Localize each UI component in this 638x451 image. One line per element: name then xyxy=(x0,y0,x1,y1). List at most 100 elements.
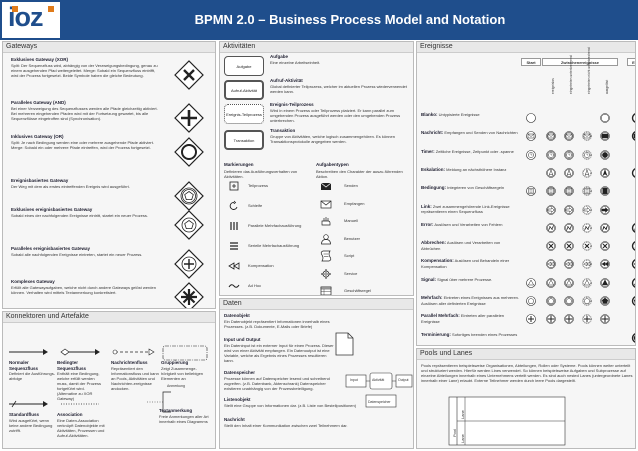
connector-title: Textanmerkung xyxy=(159,408,193,413)
event-type-title: Error: xyxy=(421,221,434,227)
cancel-event-icons xyxy=(521,240,635,252)
adhoc-icon xyxy=(228,280,240,292)
task-type-label: Service xyxy=(344,270,358,276)
user-icon-svg xyxy=(321,233,331,244)
data-item-text: Ein Datenobjekt repräsentiert Informatio… xyxy=(224,318,330,329)
event-type-text: Auslösen und Behandeln einer Kompensatio… xyxy=(421,258,510,269)
gateway-text: Split: Je nach Bedingung werden eine ode… xyxy=(11,139,154,150)
event-row-description: Bedingung: Integrieren von Geschäftsrege… xyxy=(421,185,519,191)
gateways-panel: Gateways Exklusives Gateway (XOR)Split: … xyxy=(2,41,216,309)
event-type-text: Zwei zusammengehörende Link-Ereignisse r… xyxy=(421,203,510,214)
types-title: Aufgabentypen xyxy=(316,162,349,167)
data-item-title: Datenobjekt xyxy=(224,313,250,318)
pools-heading: Pools und Lanes xyxy=(417,349,635,360)
event-row-description: Link: Zwei zusammengehörende Link-Ereign… xyxy=(421,204,519,215)
data-item-title: Datenspeicher xyxy=(224,370,256,375)
and-gateway-icon-svg xyxy=(174,103,204,133)
activity-text: Wird in einem Prozess oder Teilprozess p… xyxy=(270,107,401,123)
event-type-text: Empfangen und Senden von Nachrichten xyxy=(444,130,518,136)
cancel-event-svg xyxy=(546,241,635,251)
event-row-description: Abbrechen: Auslösen und Verarbeiten von … xyxy=(421,240,519,251)
event-type-title: Bedingung: xyxy=(421,185,446,191)
markers-title: Markierungen xyxy=(224,162,254,167)
business-rule-icon-svg xyxy=(320,286,332,295)
event-type-title: Timer: xyxy=(421,148,435,154)
connector-text: Freie Anmerkungen aller Art innerhalb ei… xyxy=(159,413,209,424)
data-item-text: Prozesse können auf Datenspeicher lesend… xyxy=(224,375,330,391)
pools-text: Pools repräsentieren beispielsweise Orga… xyxy=(421,363,633,383)
task-type-label: Manuell xyxy=(344,218,359,223)
message-flow-icon xyxy=(112,348,155,356)
task-type-label: Senden xyxy=(344,183,358,188)
gateway-description: Exklusives Gateway (XOR)Split: Der Seque… xyxy=(11,57,161,78)
blank-event-icons xyxy=(521,112,635,124)
activity-shape: Aufruf-Aktivität xyxy=(224,80,264,100)
gateway-text: Sobald alle nachfolgenden Ereignisse ein… xyxy=(11,251,143,257)
event-gateway-icon xyxy=(173,180,205,212)
types-text: Beschreiben den Charakter der auszu-führ… xyxy=(316,169,403,179)
event-subcolumn-header: eingetreten unterbrechend xyxy=(569,55,573,94)
input-label: Input xyxy=(350,378,358,382)
gateway-description: Inklusives Gateway (OR)Split: Je nach Be… xyxy=(11,134,161,150)
data-item-title: Listenobjekt xyxy=(224,397,251,402)
data-symbols xyxy=(335,332,413,408)
error-event-icons xyxy=(521,222,635,234)
logo-dot-1 xyxy=(12,6,18,12)
gateway-title: Komplexes Gateway xyxy=(11,279,55,284)
link-event-svg xyxy=(546,204,610,215)
complex-gateway-icon-svg xyxy=(174,282,204,308)
event-type-text: Auslösen und Verarbeiten von Abbrüchen xyxy=(421,240,501,251)
timer-event-icons xyxy=(521,149,635,161)
event-row-description: Mehrfach: Eintreten eines Ereignisses au… xyxy=(421,295,519,306)
event-subcolumn-header: eingetreten nicht unterbrechend xyxy=(587,47,591,94)
connector-text: Enthält eine Bedingung, welche erfüllt w… xyxy=(57,371,102,401)
event-row-description: Parallel Mehrfach: Eintreten aller paral… xyxy=(421,313,519,324)
data-item-title: Input und Output xyxy=(224,337,261,342)
pool-label: Pool xyxy=(452,428,457,437)
gateway-title: Inklusives Gateway (OR) xyxy=(11,134,64,139)
page-title: BPMN 2.0 – Business Process Model and No… xyxy=(194,12,506,27)
event-type-text: Eintreten aller parallelen Ereignisse xyxy=(421,313,505,324)
gateway-text: Der Weg mit dem als erstes eintreffenden… xyxy=(11,183,130,189)
signal-event-icons xyxy=(521,277,635,289)
logo-dot-2 xyxy=(48,6,54,12)
activity-text: Gruppe von Aktivitäten, welche logisch z… xyxy=(270,133,395,144)
lane-label-2: Lane xyxy=(460,434,465,443)
gateway-title: Exklusives ereignisbasiertes Gateway xyxy=(11,207,93,212)
data-item-text: Stellt eine Gruppe von Informationen dar… xyxy=(224,402,357,408)
or-gateway-icon xyxy=(173,136,205,168)
gateway-description: Paralleles Gateway (AND)Bei einer Verzwe… xyxy=(11,100,161,121)
activity-title: Ereignis-Teilprozess xyxy=(270,102,314,107)
data-item-text: Ein Dateninput ist ein externer Input fü… xyxy=(224,342,334,363)
event-row-description: Error: Auslösen und Verarbeiten von Fehl… xyxy=(421,222,519,228)
event-column-header: Start xyxy=(521,58,541,66)
input-output-diagram xyxy=(345,372,413,390)
conditional-flow-icon xyxy=(60,348,100,356)
event-row-description: Kompensation: Auslösen und Behandeln ein… xyxy=(421,258,519,269)
activity-shape: Aufgabe xyxy=(224,56,264,76)
event-type-text: Auslösen und Verarbeiten von Fehlern xyxy=(434,221,503,227)
timer-event-svg xyxy=(526,149,610,160)
event-type-text: Zeitliche Ereignisse, Zeitpunkt oder -sp… xyxy=(435,148,514,154)
group-icon xyxy=(162,345,208,361)
event-row-description: Blanko: Untypisierte Ereignisse xyxy=(421,112,519,118)
manual-icon-svg xyxy=(321,217,331,226)
connector-title: Gruppierung xyxy=(161,360,189,365)
message-event-icons xyxy=(521,130,635,142)
event-type-title: Nachricht: xyxy=(421,130,444,136)
compensation-event-svg xyxy=(546,259,635,270)
gateway-title: Exklusives Gateway (XOR) xyxy=(11,57,69,62)
and-gateway-icon xyxy=(173,102,205,134)
multiple-event-icons xyxy=(521,295,635,307)
event-row-description: Eskalation: Meldung an nächsthöhere Inst… xyxy=(421,167,519,173)
marker-label: Teilprozess xyxy=(248,183,269,188)
parallel-icon-svg xyxy=(230,222,238,230)
xor-gateway-icon xyxy=(173,59,205,91)
